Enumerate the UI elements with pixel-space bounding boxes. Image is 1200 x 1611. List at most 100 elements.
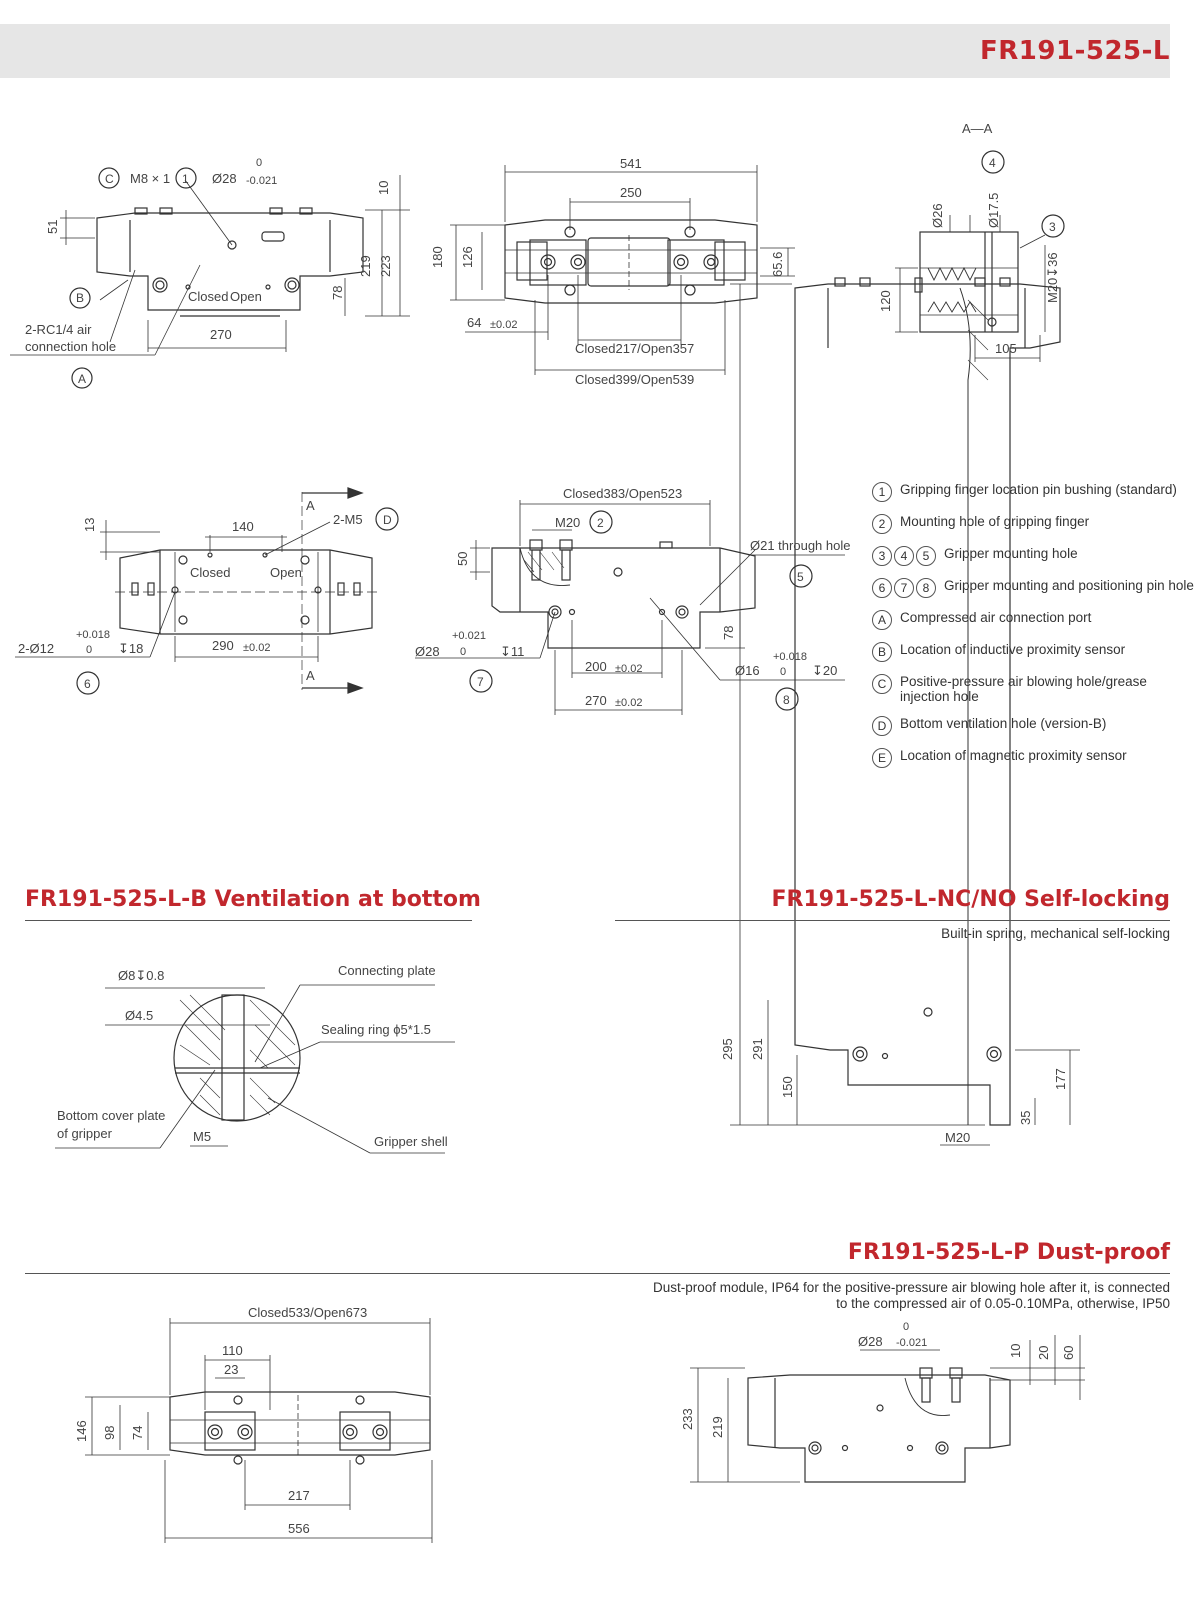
dim-291: 291 <box>750 1038 765 1060</box>
dim-219: 219 <box>358 255 373 277</box>
legend-mark: 6 <box>872 578 892 598</box>
hole-d28-tol-lower: 0 <box>460 646 466 658</box>
bottom-cover-label-1: Bottom cover plate <box>57 1108 165 1123</box>
dim-146: 146 <box>74 1420 89 1442</box>
legend-item: C Positive-pressure air blowing hole/gre… <box>872 674 1197 704</box>
open-label: Open <box>230 289 262 304</box>
legend-text: Location of inductive proximity sensor <box>900 642 1126 657</box>
legend-mark: B <box>872 642 892 662</box>
dim-295: 295 <box>720 1038 735 1060</box>
dim-64: 64 <box>467 315 481 330</box>
bottom-cover-label-2: of gripper <box>57 1126 113 1141</box>
section-p-divider <box>25 1273 1170 1274</box>
legend-mark: 4 <box>894 546 914 566</box>
tolerance-lower: -0.021 <box>246 175 277 187</box>
legend-mark: E <box>872 748 892 768</box>
callout-2: 2 <box>597 516 604 530</box>
side-view-drawing <box>415 500 845 715</box>
dim-closed383: Closed383/Open523 <box>563 486 682 501</box>
legend-mark: C <box>872 674 892 694</box>
section-nc-subtitle: Built-in spring, mechanical self-locking <box>941 926 1170 941</box>
callout-b: B <box>76 291 84 305</box>
legend: 1 Gripping finger location pin bushing (… <box>872 482 1197 780</box>
thread-m20-nc: M20 <box>945 1130 970 1145</box>
callout-1: 1 <box>182 172 189 186</box>
dust-proof-top-drawing <box>85 1318 433 1543</box>
dim-223: 223 <box>378 255 393 277</box>
hole-d16: Ø16 <box>735 663 760 678</box>
ventilation-detail-drawing <box>55 984 455 1154</box>
vent-hole-label: Ø8↧0.8 <box>118 968 164 983</box>
callout-8: 8 <box>783 693 790 707</box>
air-hole-label-2: connection hole <box>25 339 116 354</box>
dim-60-p: 60 <box>1061 1346 1076 1360</box>
dim-270-b-tol: ±0.02 <box>615 697 642 709</box>
legend-text: Bottom ventilation hole (version-B) <box>900 716 1107 731</box>
dim-d26: Ø26 <box>930 203 945 228</box>
dim-219-p: 219 <box>710 1416 725 1438</box>
dim-10-p: 10 <box>1008 1344 1023 1358</box>
legend-item: 2 Mounting hole of gripping finger <box>872 514 1197 534</box>
gripper-shell-label: Gripper shell <box>374 1134 448 1149</box>
air-hole-label-1: 2-RC1/4 air <box>25 322 92 337</box>
closed-label: Closed <box>188 289 228 304</box>
dim-150: 150 <box>780 1076 795 1098</box>
legend-mark: 1 <box>872 482 892 502</box>
dim-20-p: 20 <box>1036 1346 1051 1360</box>
section-mark-bottom: A <box>306 668 315 683</box>
bottom-view-drawing <box>15 487 399 695</box>
dim-65-6: 65.6 <box>770 252 785 277</box>
hole-d28-depth: ↧11 <box>500 644 524 659</box>
dim-13: 13 <box>82 518 97 532</box>
diameter-label: Ø28 <box>212 171 237 186</box>
hole-d28-p-tol-upper: 0 <box>903 1321 909 1333</box>
section-mark-top: A <box>306 498 315 513</box>
dim-d17-5: Ø17.5 <box>986 193 1001 228</box>
legend-text: Positive-pressure air blowing hole/greas… <box>900 674 1147 704</box>
dim-233: 233 <box>680 1408 695 1430</box>
thread-m5-label: M5 <box>193 1129 211 1144</box>
thread-label: M8 × 1 <box>130 171 170 186</box>
connecting-plate-label: Connecting plate <box>338 963 436 978</box>
self-locking-drawing <box>730 277 1080 1146</box>
dim-m20-36: M20↧36 <box>1045 252 1060 303</box>
dim-closed533: Closed533/Open673 <box>248 1305 367 1320</box>
section-nc-title: FR191-525-L-NC/NO Self-locking <box>771 887 1171 912</box>
dim-200-tol: ±0.02 <box>615 663 642 675</box>
dim-270-b: 270 <box>585 693 607 708</box>
legend-mark: A <box>872 610 892 630</box>
section-p-subtitle: Dust-proof module, IP64 for the positive… <box>653 1280 1170 1312</box>
dim-180: 180 <box>430 246 445 268</box>
legend-mark: 5 <box>916 546 936 566</box>
dim-64-tol: ±0.02 <box>490 319 517 331</box>
dim-270: 270 <box>210 327 232 342</box>
section-nc-divider <box>615 920 1170 921</box>
dim-98: 98 <box>102 1426 117 1440</box>
dim-51: 51 <box>45 220 60 234</box>
dim-140: 140 <box>232 519 254 534</box>
dim-78-b: 78 <box>721 626 736 640</box>
callout-4: 4 <box>989 156 996 170</box>
callout-c: C <box>105 172 114 186</box>
dim-126: 126 <box>460 246 475 268</box>
legend-item: E Location of magnetic proximity sensor <box>872 748 1197 768</box>
callout-5: 5 <box>797 570 804 584</box>
legend-mark: D <box>872 716 892 736</box>
dim-105: 105 <box>995 341 1017 356</box>
section-b-divider <box>25 920 472 921</box>
section-b-title: FR191-525-L-B Ventilation at bottom <box>25 887 481 912</box>
hole-d12-depth: ↧18 <box>118 641 143 656</box>
legend-item: 3 4 5 Gripper mounting hole <box>872 546 1197 566</box>
dim-closed399: Closed399/Open539 <box>575 372 694 387</box>
dim-35: 35 <box>1018 1111 1033 1125</box>
dim-250: 250 <box>620 185 642 200</box>
dim-closed217: Closed217/Open357 <box>575 341 694 356</box>
hole-d28: Ø28 <box>415 644 440 659</box>
dim-74: 74 <box>130 1426 145 1440</box>
tolerance-upper: 0 <box>256 157 262 169</box>
dim-78: 78 <box>330 286 345 300</box>
dim-217: 217 <box>288 1488 310 1503</box>
legend-item: B Location of inductive proximity sensor <box>872 642 1197 662</box>
dim-23: 23 <box>224 1362 238 1377</box>
